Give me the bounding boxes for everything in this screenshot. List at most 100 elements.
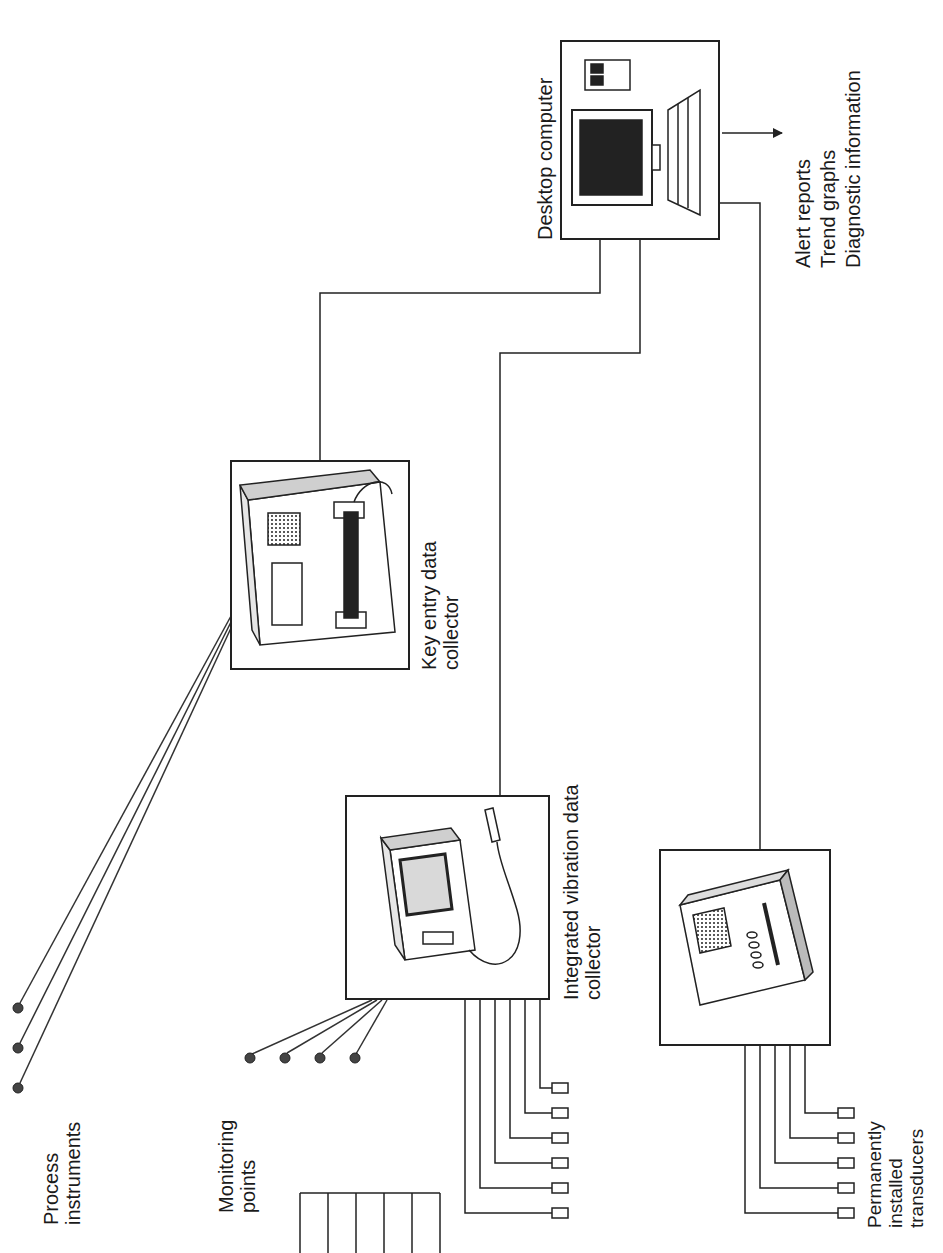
process-instrument-leads-part — [20, 628, 231, 1083]
monitoring-leads-part — [356, 1000, 387, 1054]
node-label: Key entry data collector — [418, 500, 462, 670]
transducer-wire — [465, 1000, 552, 1213]
transducer-symbol — [838, 1108, 854, 1218]
transducer-wire-part — [790, 1045, 838, 1138]
monitor-unit-box-part — [660, 850, 830, 1045]
vibration-collector-device-part — [400, 854, 452, 915]
monitor-unit-box — [660, 850, 830, 1045]
transducer-symbol-part — [838, 1208, 854, 1218]
monitor-unit-box-part-part — [753, 962, 763, 968]
process-instrument-point-part — [13, 1083, 23, 1093]
computer-drawing-part — [591, 64, 603, 73]
key-entry-device-part — [268, 513, 300, 545]
key-entry-device-part — [240, 470, 380, 500]
transducer-symbol-part — [552, 1083, 568, 1093]
figure-label: Diagnostic information — [842, 70, 864, 268]
rack-bracket-part — [327, 1193, 329, 1253]
rack-bracket-part — [300, 1192, 440, 1194]
monitor-unit-link — [720, 203, 760, 850]
figure-label: Permanently installed transducers — [864, 1098, 927, 1228]
rack-bracket-part — [439, 1193, 441, 1253]
vibration-collector-device-part — [381, 838, 405, 960]
monitor-unit-link-part — [720, 203, 760, 850]
transducer-symbol-part — [552, 1108, 568, 1118]
transducer-wire-part — [510, 1000, 552, 1138]
computer-drawing-part — [687, 98, 689, 208]
transducer-wire — [745, 1045, 838, 1213]
monitor-unit-box-part-part — [751, 952, 761, 958]
monitor-unit-box-part-part — [749, 942, 759, 948]
computer-box: Desktop computer — [560, 40, 720, 240]
key-entry-device-part — [248, 482, 395, 645]
transducer-symbol-part — [552, 1133, 568, 1143]
key-entry-device-part — [354, 482, 392, 502]
monitor-unit-box-part — [680, 870, 813, 1005]
process-instrument-leads — [20, 616, 231, 1083]
monitoring-point-part — [245, 1053, 255, 1063]
computer-drawing-part — [668, 90, 700, 215]
transducer-wire-part — [525, 1000, 552, 1113]
transducer-wire-part — [465, 1000, 552, 1213]
key-entry-device-part — [272, 563, 302, 625]
transducer-symbol-part — [838, 1183, 854, 1193]
computer-drawing-part — [572, 110, 652, 205]
key-entry-device — [240, 470, 395, 645]
computer-drawing — [572, 60, 700, 215]
transducer-wire-part — [760, 1045, 838, 1188]
monitoring-point-part — [280, 1053, 290, 1063]
key-entry-device-part — [240, 485, 260, 645]
monitoring-point-part — [350, 1053, 360, 1063]
transducer-wire-part — [805, 1045, 838, 1113]
output-arrow-part — [722, 132, 782, 134]
computer-drawing-part — [591, 76, 603, 85]
rack-bracket-part — [355, 1193, 357, 1253]
figure-label: Process instruments — [40, 1105, 84, 1225]
key-entry-device-part — [344, 512, 358, 618]
vibration-collector-device-part — [469, 842, 520, 964]
rack-bracket-part — [299, 1193, 301, 1253]
vibration-collector-device-part — [485, 808, 500, 842]
transducer-wire-part — [540, 1000, 552, 1088]
monitor-unit-box-part-part — [780, 870, 813, 980]
computer-drawing-part — [677, 104, 679, 204]
computer-drawing-part — [652, 145, 660, 170]
transducer-wire-part — [480, 1000, 552, 1188]
vibration-collector-device — [381, 808, 520, 964]
rack-bracket-part — [411, 1193, 413, 1253]
vibration-collector-device-part — [381, 828, 460, 850]
figure-label: Trend graphs — [817, 150, 839, 268]
transducer-symbol-part — [838, 1158, 854, 1168]
figure-label: Alert reports — [792, 159, 814, 268]
computer-drawing-part — [585, 60, 630, 90]
transducer-symbol-part — [552, 1208, 568, 1218]
transducer-symbol — [552, 1083, 568, 1218]
vibration-collector-device-part — [423, 932, 453, 944]
transducer-symbol-part — [838, 1108, 854, 1118]
monitoring-leads-part — [322, 1000, 382, 1053]
connector-line — [320, 240, 600, 460]
rack-bracket-part — [383, 1193, 385, 1253]
transducer-wire-part — [745, 1045, 838, 1213]
collector-box: Integrated vibration data collector — [345, 795, 550, 1000]
process-instrument-point-part — [13, 1043, 23, 1053]
monitoring-point-part — [315, 1053, 325, 1063]
figure-label: Monitoring points — [215, 1093, 259, 1213]
connector-line — [500, 240, 640, 795]
rack-bracket — [300, 1193, 440, 1253]
monitoring-leads-part — [252, 1000, 372, 1054]
monitor-unit-box-part-part — [693, 908, 731, 953]
transducer-symbol-part — [552, 1158, 568, 1168]
process-instrument-leads-part — [20, 622, 231, 1043]
output-arrow — [722, 132, 782, 134]
monitor-unit-box-part-part — [747, 932, 757, 938]
transducer-wire-part — [775, 1045, 838, 1163]
transducer-wire-part — [495, 1000, 552, 1163]
process-instrument-point-part — [13, 1003, 23, 1013]
process-instrument-point — [13, 1003, 23, 1093]
node-label: Desktop computer — [534, 78, 556, 240]
monitor-unit-box-part-part — [764, 903, 778, 965]
monitoring-point — [245, 1053, 360, 1063]
monitor-unit-box-part-part — [680, 870, 788, 905]
process-instrument-leads-part — [20, 616, 231, 1003]
